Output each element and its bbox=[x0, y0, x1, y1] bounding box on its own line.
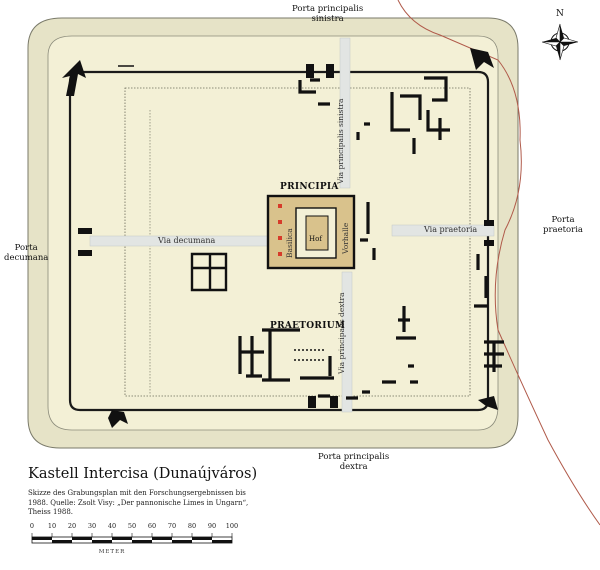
gate-towers bbox=[78, 64, 494, 408]
corner-tower-se bbox=[478, 396, 498, 410]
gate-label-praetoria-line2: praetoria bbox=[543, 225, 583, 235]
road-via-sinistra bbox=[339, 37, 351, 189]
gate-label-decumana: Porta decumana bbox=[4, 243, 48, 263]
basilica-label: Basilica bbox=[285, 228, 294, 258]
north-arrow-icon bbox=[541, 23, 579, 61]
gate-label-decumana-line1: Porta bbox=[14, 243, 38, 253]
map-caption: Skizze des Grabungsplan mit den Forschun… bbox=[28, 489, 248, 518]
scale-tick-100: 100 bbox=[225, 522, 239, 530]
gate-label-dextra: Porta principalis dextra bbox=[318, 452, 389, 472]
gate-label-praetoria: Porta praetoria bbox=[543, 215, 583, 235]
principia-building bbox=[266, 194, 356, 270]
corner-tower-ne bbox=[470, 48, 494, 70]
praetorium-label: PRAETORIUM bbox=[270, 321, 346, 331]
corner-tower-nw bbox=[62, 60, 86, 96]
gate-label-sinistra-line1: Porta principalis bbox=[292, 4, 364, 14]
road-label-decumana: Via decumana bbox=[158, 236, 216, 245]
scale-bar bbox=[31, 533, 233, 544]
gate-label-dextra-line1: Porta principalis bbox=[318, 452, 390, 462]
river-bank bbox=[397, 0, 600, 526]
gate-label-praetoria-line1: Porta bbox=[551, 215, 575, 225]
gate-label-sinistra-line2: sinistra bbox=[311, 14, 344, 24]
scale-tick-60: 60 bbox=[147, 522, 157, 530]
gate-label-decumana-line2: decumana bbox=[4, 253, 49, 263]
principia-label: PRINCIPIA bbox=[280, 182, 339, 192]
scale-tick-90: 90 bbox=[207, 522, 217, 530]
corner-tower-sw bbox=[108, 410, 128, 428]
hof-label: Hof bbox=[309, 235, 322, 243]
road-label-praetoria: Via praetoria bbox=[424, 225, 478, 234]
road-label-sinistra: Via principalis sinistra bbox=[336, 98, 345, 184]
scale-tick-40: 40 bbox=[107, 522, 117, 530]
road-label-dextra: Via principalis dextra bbox=[337, 292, 346, 374]
scale-tick-10: 10 bbox=[47, 522, 57, 530]
scale-tick-80: 80 bbox=[187, 522, 197, 530]
map-title: Kastell Intercisa (Dunaújváros) bbox=[28, 466, 258, 482]
caption-line-1: Skizze des Grabungsplan mit den Forschun… bbox=[28, 489, 246, 497]
scale-tick-0: 0 bbox=[29, 522, 35, 530]
scale-unit-label: METER bbox=[98, 549, 126, 555]
vorhalle-label: Vorhalle bbox=[341, 222, 350, 254]
gate-label-dextra-line2: dextra bbox=[339, 462, 368, 472]
gate-label-sinistra: Porta principalis sinistra bbox=[292, 4, 363, 24]
scale-tick-50: 50 bbox=[127, 522, 137, 530]
building-ruins bbox=[118, 65, 504, 400]
caption-line-3: Theiss 1988. bbox=[28, 508, 74, 516]
scale-tick-20: 20 bbox=[67, 522, 77, 530]
caption-line-2: 1988. Quelle: Zsolt Visy: „Der pannonisc… bbox=[28, 498, 249, 507]
road-via-praetoria bbox=[391, 224, 495, 237]
road-via-dextra bbox=[341, 271, 353, 413]
scale-tick-30: 30 bbox=[87, 522, 97, 530]
scale-tick-70: 70 bbox=[167, 522, 177, 530]
north-label: N bbox=[556, 9, 564, 19]
